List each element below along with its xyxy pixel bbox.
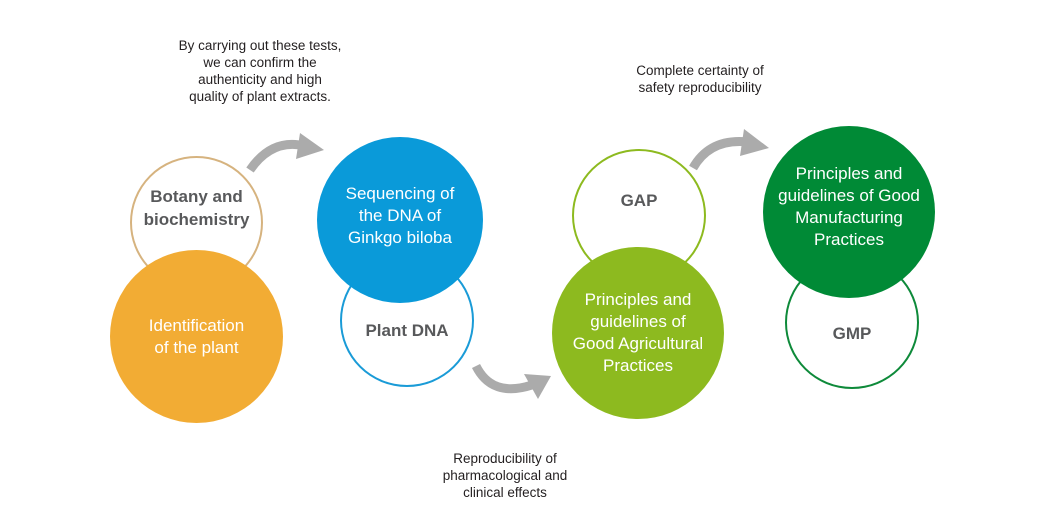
note-safety-reproducibility: Complete certainty of safety reproducibi… [636, 63, 764, 95]
good-manufacturing-practices-circle: Principles and guidelines of Good Manufa… [763, 126, 935, 298]
good-agricultural-practices-circle: Principles and guidelines of Good Agricu… [552, 247, 724, 419]
arrow-1 [246, 133, 324, 173]
plant-identification-label: Identification of the plant [148, 315, 245, 357]
botany-biochemistry-label: Botany and biochemistry [143, 186, 250, 229]
arrow-3 [689, 129, 769, 171]
gmp-label: GMP [832, 324, 872, 343]
dna-sequencing-circle: Sequencing of the DNA of Ginkgo biloba [317, 137, 483, 303]
note-tests-confirm-authenticity: By carrying out these tests, we can conf… [178, 38, 342, 104]
note-pharmacological-reproducibility: Reproducibility of pharmacological and c… [442, 451, 568, 500]
dna-sequencing-label: Sequencing of the DNA of Ginkgo biloba [345, 184, 455, 247]
gap-label: GAP [620, 191, 658, 210]
plant-dna-label: Plant DNA [365, 321, 449, 340]
plant-identification-circle: Identification of the plant [110, 250, 283, 423]
arrow-2 [471, 363, 551, 399]
good-agricultural-practices-label: Principles and guidelines of Good Agricu… [572, 290, 704, 375]
good-manufacturing-practices-label: Principles and guidelines of Good Manufa… [778, 164, 920, 249]
